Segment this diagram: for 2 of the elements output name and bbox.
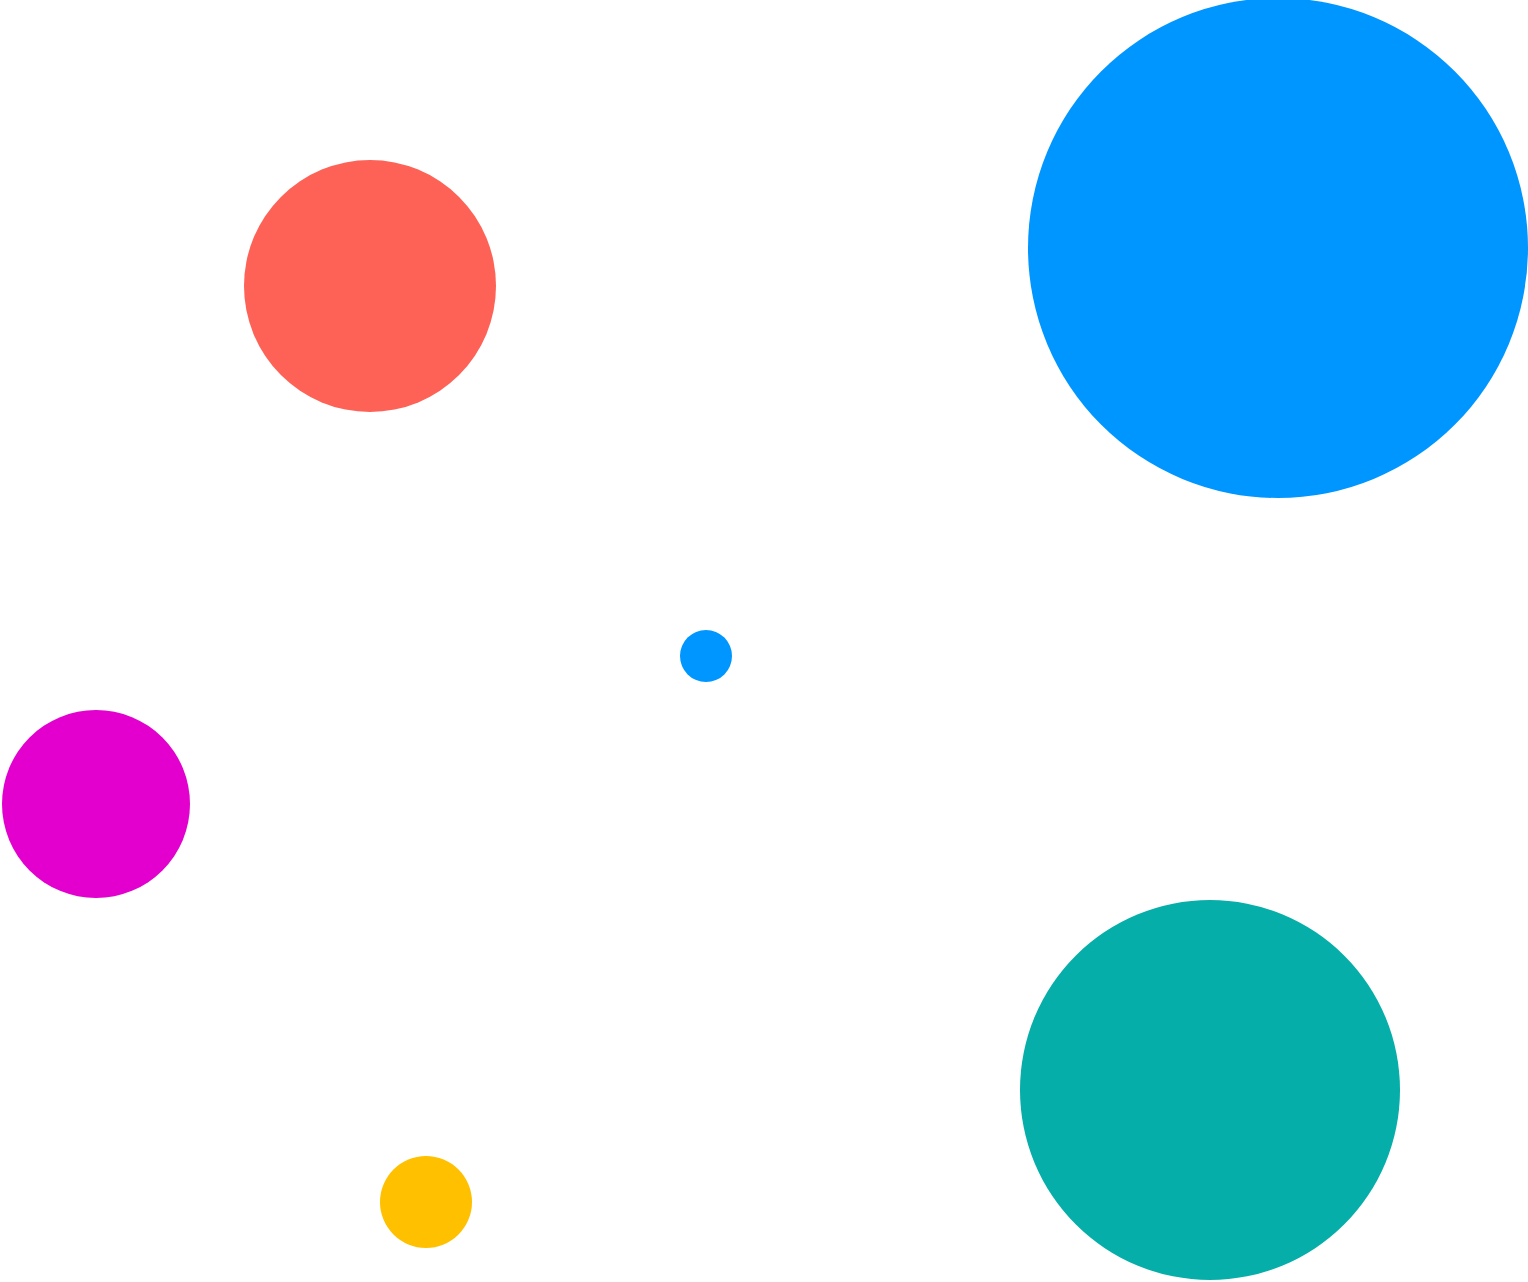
circle [680, 630, 732, 682]
circle [380, 1156, 472, 1248]
